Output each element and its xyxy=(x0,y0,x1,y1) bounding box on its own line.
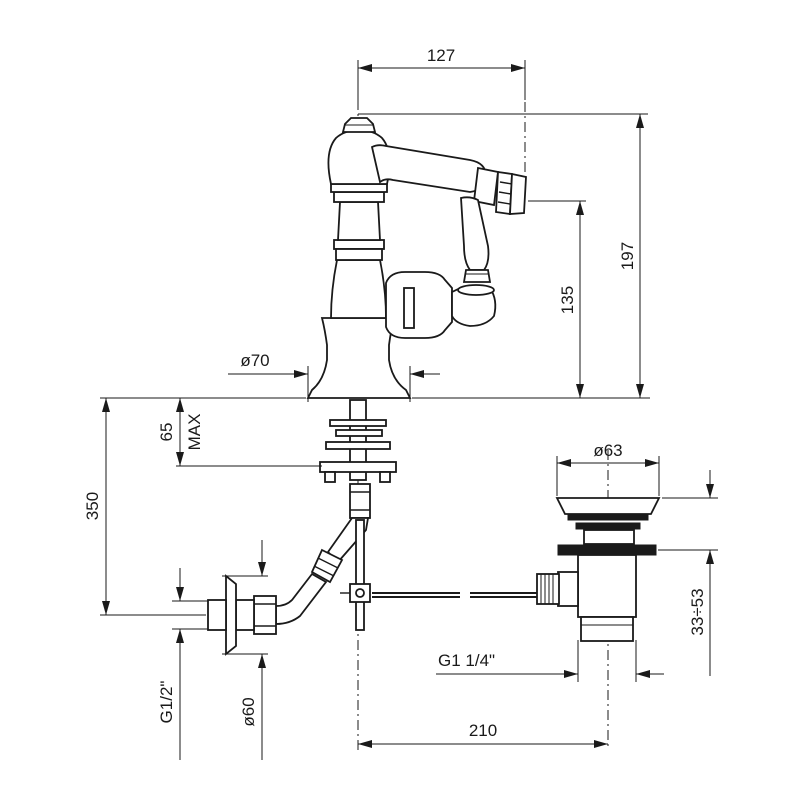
fixing-assembly xyxy=(207,399,540,656)
dim-base-diameter: ø70 xyxy=(240,351,269,370)
dim-thickness-max-label: MAX xyxy=(185,414,204,451)
dim-hose-length: 350 xyxy=(83,492,102,520)
dimension-lines xyxy=(100,60,718,760)
dim-waste-thread: G1 1/4" xyxy=(438,651,495,670)
dim-waste-diameter: ø63 xyxy=(593,441,622,460)
dim-rosette-diameter: ø60 xyxy=(239,697,258,726)
mixer-body xyxy=(306,117,527,399)
dim-spout-height: 135 xyxy=(558,286,577,314)
dim-total-height: 197 xyxy=(618,242,637,270)
dim-waste-distance: 210 xyxy=(469,721,497,740)
dim-inlet-thread: G1/2" xyxy=(157,681,176,724)
popup-waste xyxy=(536,497,661,642)
dim-thickness-max-value: 65 xyxy=(157,423,176,442)
dimension-labels: 127 197 135 ø70 65 MAX 350 ø63 33÷53 G1 … xyxy=(83,46,707,740)
dim-spout-reach: 127 xyxy=(427,46,455,65)
dim-waste-adjust: 33÷53 xyxy=(688,588,707,635)
